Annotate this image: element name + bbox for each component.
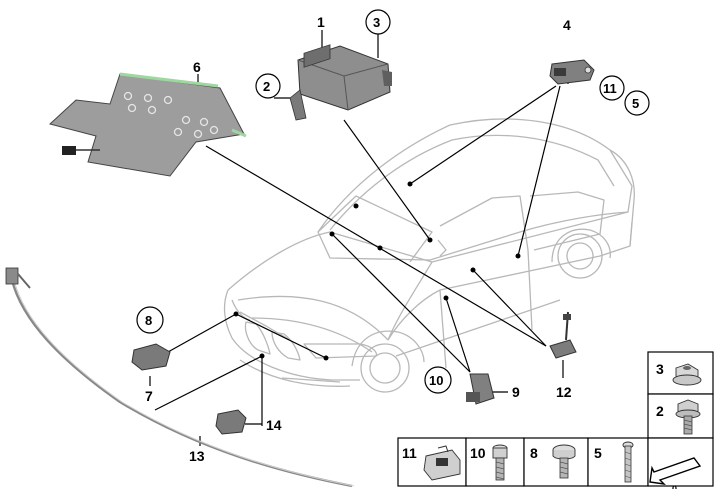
legend-label-2: 2: [656, 403, 664, 419]
callout-1: 1: [317, 14, 325, 30]
wiring-harness: [5, 267, 355, 488]
callout-14: 14: [266, 417, 282, 433]
callout-2: 2: [263, 79, 270, 94]
callout-7: 7: [145, 388, 153, 404]
crash-sensor-top: [549, 59, 595, 85]
legend-label-8: 8: [530, 445, 538, 461]
callout-11-ring: [599, 75, 625, 101]
callout-5-ring: [624, 90, 650, 116]
car-outline: [223, 118, 635, 393]
legend-label-3: 3: [656, 361, 664, 377]
front-sensor-left: [131, 343, 171, 371]
corner-code-text: 0: [672, 484, 677, 489]
callout-8-ring: [136, 306, 164, 334]
b-pillar-sensor: [466, 373, 495, 405]
callout-12: 12: [556, 384, 572, 400]
callout-2-ring: [255, 73, 281, 99]
target-dots: [233, 181, 521, 361]
legend-label-11: 11: [402, 445, 417, 461]
callout-8: 8: [145, 313, 152, 328]
seat-occupancy-mat: [48, 72, 247, 177]
pan-head-screw-icon: [552, 444, 576, 479]
hardware-legend-table: 3 2 11 10 8 5: [397, 351, 714, 487]
callout-9: 9: [512, 384, 520, 400]
callout-3-ring: [365, 9, 391, 35]
callout-10-ring: [424, 366, 452, 394]
long-screw-icon: [622, 441, 634, 483]
socket-screw-icon: [492, 444, 508, 481]
callout-13: 13: [189, 448, 205, 464]
callout-4: 4: [563, 17, 571, 33]
airbag-control-unit: [289, 44, 392, 121]
callout-5: 5: [632, 96, 639, 111]
callout-labels: 1 3 2 6 4 11 5 8 7 10 9 12 14 13: [136, 9, 650, 464]
legend-cell-screw-8: [523, 437, 589, 487]
flange-bolt-icon: [675, 399, 701, 435]
callout-11: 11: [603, 81, 617, 96]
spring-clip-icon: [423, 445, 461, 481]
callout-10: 10: [429, 373, 443, 388]
callout-3: 3: [373, 15, 380, 30]
legend-label-5: 5: [594, 445, 602, 461]
front-sensor-lower: [215, 409, 247, 435]
flange-nut-icon: [672, 363, 702, 386]
callout-6: 6: [193, 59, 201, 75]
legend-label-10: 10: [470, 445, 486, 461]
direction-arrow-icon: [649, 457, 702, 485]
side-sensor-with-wire: [549, 311, 577, 359]
